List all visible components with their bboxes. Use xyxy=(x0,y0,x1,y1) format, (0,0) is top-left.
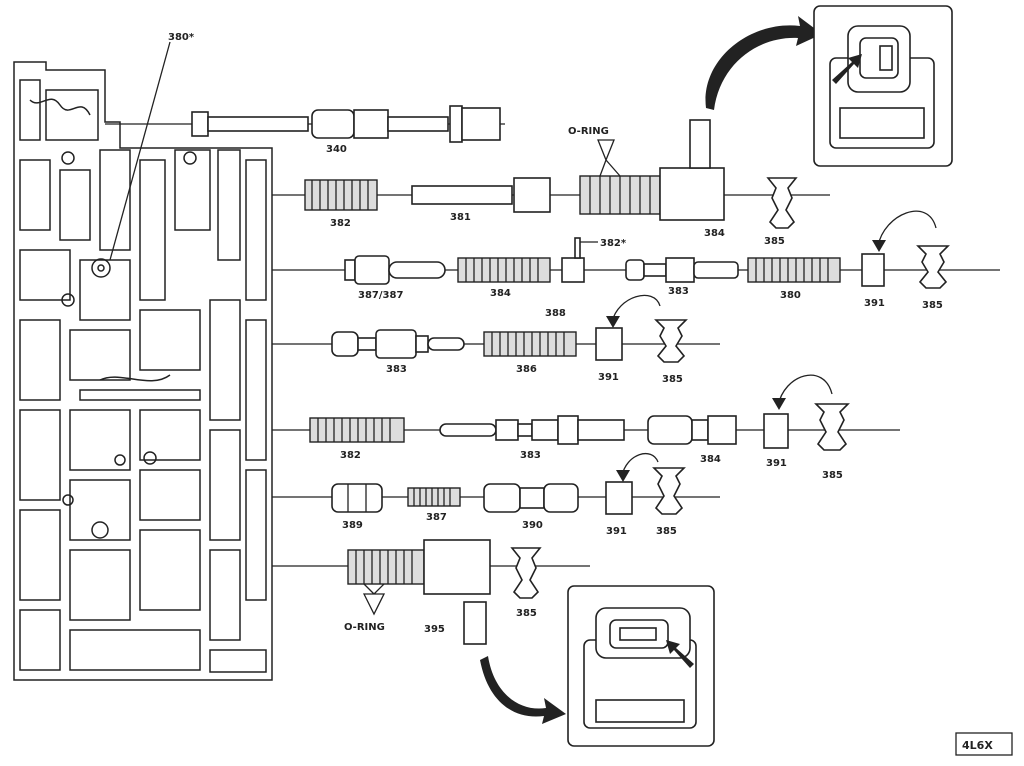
row-7: O-RING 395 385 xyxy=(272,539,590,645)
figure-code: 4L6X xyxy=(962,739,993,752)
label-384-a: 384 xyxy=(704,228,725,239)
row-5: 382 383 384 391 385 xyxy=(272,374,900,481)
label-386: 386 xyxy=(516,364,537,375)
arrow-to-top-inset xyxy=(705,16,822,110)
row-3: 387/387 384 382* 388 383 380 391 385 xyxy=(272,210,1000,319)
top-connector-inset xyxy=(813,5,953,167)
label-383-a: 383 xyxy=(668,286,689,297)
row-6: 389 387 390 391 385 xyxy=(272,452,720,537)
label-340: 340 xyxy=(326,144,347,155)
valve-body-plate xyxy=(13,61,273,681)
label-383-b: 383 xyxy=(386,364,407,375)
row-4: 383 386 391 385 xyxy=(272,294,720,385)
label-387: 387/387 xyxy=(358,290,403,301)
label-oring-bottom: O-RING xyxy=(344,622,385,633)
label-391-b: 391 xyxy=(598,372,619,383)
label-382-star: 382* xyxy=(600,238,627,249)
label-385-d: 385 xyxy=(822,470,843,481)
label-382-b: 382 xyxy=(340,450,361,461)
label-385-b: 385 xyxy=(922,300,943,311)
label-384-b: 384 xyxy=(490,288,511,299)
label-391-d: 391 xyxy=(606,526,627,537)
label-oring-top: O-RING xyxy=(568,126,609,137)
row-2: 382 381 O-RING 384 385 xyxy=(272,119,830,247)
label-395: 395 xyxy=(424,624,445,635)
label-389: 389 xyxy=(342,520,363,531)
label-383-c: 383 xyxy=(520,450,541,461)
arrow-to-bottom-inset xyxy=(480,656,566,724)
label-380-star: 380* xyxy=(168,32,195,43)
label-385-f: 385 xyxy=(516,608,537,619)
label-381-a: 381 xyxy=(450,212,471,223)
label-391-a: 391 xyxy=(864,298,885,309)
label-382-a: 382 xyxy=(330,218,351,229)
bottom-connector-inset xyxy=(567,585,715,747)
label-390: 390 xyxy=(522,520,543,531)
label-391-c: 391 xyxy=(766,458,787,469)
figure-code-box xyxy=(955,732,1013,756)
label-387-b: 387 xyxy=(426,512,447,523)
row-340: 340 xyxy=(105,105,505,155)
label-385-a: 385 xyxy=(764,236,785,247)
label-385-e: 385 xyxy=(656,526,677,537)
label-380-b: 380 xyxy=(780,290,801,301)
label-385-c: 385 xyxy=(662,374,683,385)
label-388: 388 xyxy=(545,308,566,319)
label-384-c: 384 xyxy=(700,454,721,465)
